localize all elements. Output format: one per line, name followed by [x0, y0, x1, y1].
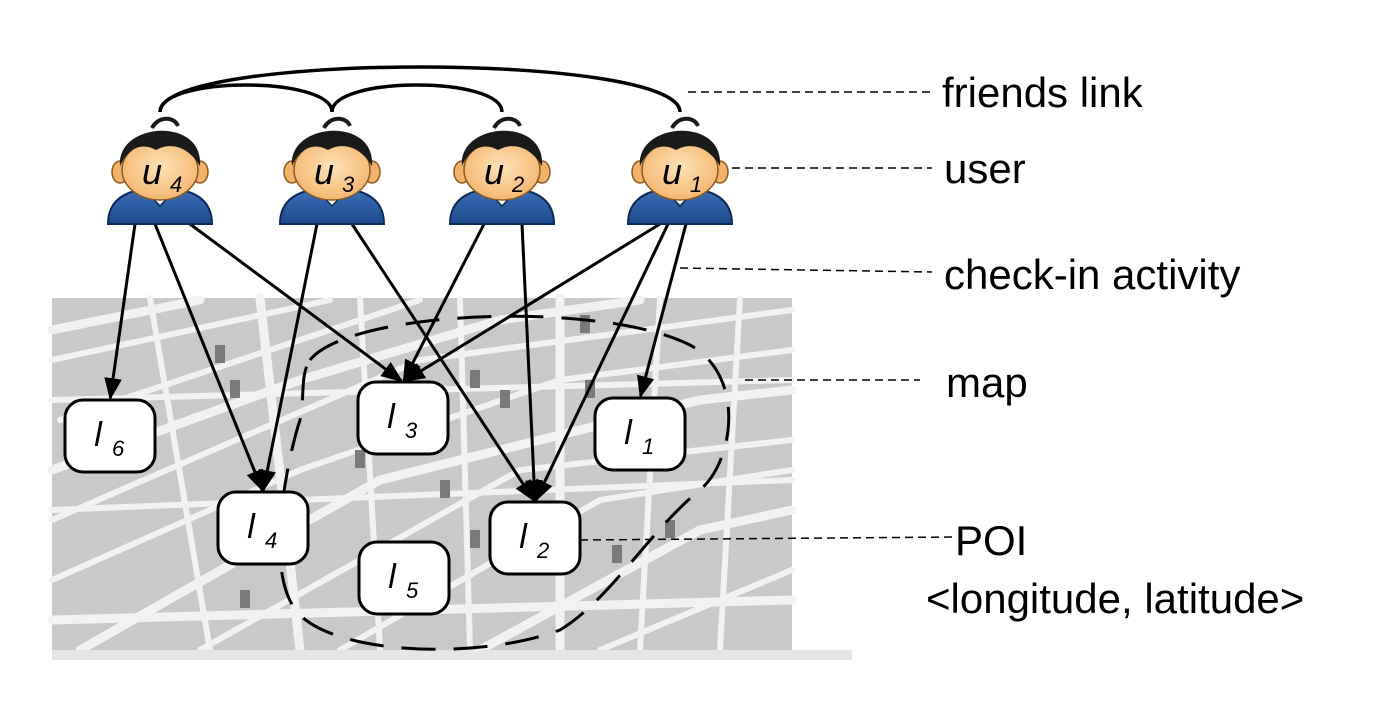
region-boundary-dashed	[278, 314, 731, 651]
checkin-arrow-u3-l4	[258, 223, 319, 493]
legend-friends-link: friends link	[942, 69, 1143, 116]
poi-box-l4	[216, 490, 310, 566]
poi-box-l1	[593, 396, 687, 472]
legend-checkin-activity: check-in activity	[944, 251, 1241, 298]
map-street	[197, 437, 795, 653]
map-bottom-strip	[52, 650, 852, 660]
map-street	[49, 297, 333, 363]
checkin-arrow-u3-l2	[350, 223, 536, 503]
map-label-block	[440, 480, 450, 498]
user-hair-icon	[291, 130, 373, 166]
map-street	[255, 293, 305, 655]
map-street	[47, 295, 645, 475]
legend-leader-lines	[579, 91, 956, 541]
checkin-arrow-u2-l3	[402, 223, 486, 383]
poi-label-l3: l	[387, 398, 396, 436]
checkin-arrow-u4-l6	[104, 223, 137, 401]
map-label-block	[355, 450, 365, 468]
friend-link-u4-u3	[158, 83, 334, 113]
friend-link-u3-u2	[330, 83, 504, 113]
user-subscript-u4: 4	[170, 172, 182, 197]
poi-label-l4: l	[247, 508, 256, 546]
user-label-u4: u	[142, 151, 162, 192]
checkin-arrow-u1-l3	[402, 222, 661, 383]
user-hair-icon	[119, 130, 201, 166]
leader-checkin	[679, 267, 933, 273]
user-hair-icon	[461, 130, 543, 166]
user-label-u3: u	[314, 151, 334, 192]
map-label-block	[240, 590, 250, 608]
legend-map: map	[946, 359, 1028, 406]
poi-box-l2	[488, 500, 582, 576]
user-subscript-u2: 2	[511, 172, 524, 197]
map-street	[457, 295, 473, 653]
map-street	[597, 567, 795, 653]
map-label-block	[580, 315, 590, 333]
map-label-block	[215, 345, 225, 363]
user-hair-tuft-icon	[322, 116, 352, 130]
poi-label-l6: l	[94, 416, 103, 454]
poi-box-l5	[357, 540, 451, 616]
user-hair-tuft-icon	[670, 116, 700, 130]
friend-link-u4-u1	[158, 65, 682, 113]
user-label-u1: u	[662, 151, 682, 192]
poi-subscript-l2: 2	[536, 538, 549, 563]
map-label-block	[665, 520, 675, 538]
poi-label-l2: l	[519, 518, 528, 556]
map-street	[49, 477, 795, 513]
map-label-block	[612, 545, 622, 563]
user-subscript-u1: 1	[690, 172, 702, 197]
friend-links	[158, 65, 682, 113]
poi-box-l6	[63, 398, 157, 474]
checkin-arrow-u2-l2	[520, 223, 543, 503]
map-label-block	[500, 390, 510, 408]
poi-subscript-l3: 3	[405, 418, 418, 443]
user-label-u2: u	[484, 151, 504, 192]
poi-subscript-l6: 6	[112, 436, 125, 461]
leader-poi	[579, 536, 956, 541]
poi-label-l1: l	[624, 414, 633, 452]
map-label-block	[470, 370, 480, 388]
map-street	[637, 295, 663, 653]
legend-user: user	[944, 145, 1026, 192]
user-hair-tuft-icon	[150, 116, 180, 130]
poi-subscript-l1: 1	[642, 434, 654, 459]
checkin-arrow-u1-l1	[637, 223, 688, 399]
poi-box-l3	[356, 380, 450, 456]
map-label-block	[470, 530, 480, 548]
checkin-arrow-u4-l4	[153, 223, 264, 493]
checkin-arrow-u4-l3	[189, 222, 404, 383]
poi-subscript-l4: 4	[265, 528, 277, 553]
map-street	[47, 295, 205, 335]
poi-subscript-l5: 5	[406, 578, 419, 603]
map-street	[75, 385, 797, 655]
legend-poi-coordinates: <longitude, latitude>	[926, 575, 1305, 622]
checkin-arrows	[104, 222, 688, 503]
map-street	[717, 295, 743, 653]
map-street	[147, 295, 213, 653]
user-subscript-u3: 3	[342, 172, 355, 197]
poi-label-l5: l	[388, 558, 397, 596]
user-hair-icon	[639, 130, 721, 166]
checkin-arrow-u1-l2	[534, 223, 670, 503]
legend-poi: POI	[955, 517, 1028, 564]
map-label-block	[230, 380, 240, 398]
user-hair-tuft-icon	[492, 116, 522, 130]
